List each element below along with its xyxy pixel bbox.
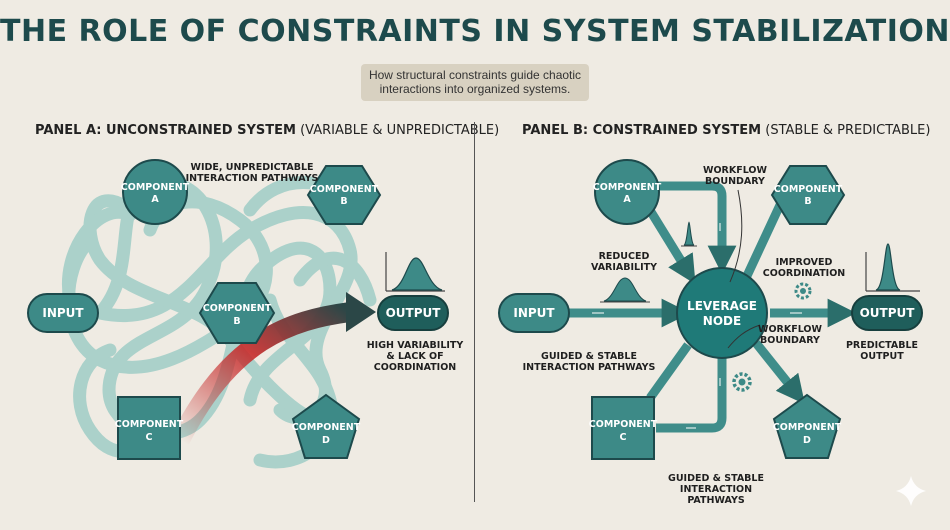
panel-b-component-b-letter: B	[804, 196, 811, 207]
panel-a-component-c-letter: C	[146, 432, 153, 443]
panel-b-input-label: INPUT	[513, 306, 555, 320]
panel-b-leverage-sub: NODE	[703, 314, 741, 328]
panel-a-wide-distribution-icon	[385, 252, 445, 292]
panel-b-component-c-label: COMPONENT	[589, 419, 658, 430]
panel-b-component-b-label: COMPONENT	[774, 184, 843, 195]
subtitle-line-1: How structural constraints guide chaotic	[368, 68, 582, 82]
panel-b-leverage-node: LEVERAGE NODE	[676, 267, 768, 359]
panel-a-component-a-label: COMPONENT	[121, 182, 190, 193]
panel-a-heading-rest: (VARIABLE & UNPREDICTABLE)	[295, 123, 500, 138]
panel-b-label-coordination-2: COORDINATION	[763, 268, 846, 279]
panel-a-heading-bold: PANEL A: UNCONSTRAINED SYSTEM	[35, 123, 296, 138]
panel-b-component-d: COMPONENT D	[773, 393, 842, 459]
panel-b-component-a-label: COMPONENT	[593, 182, 662, 193]
panel-b-label-guided-bottom-3: PATHWAYS	[687, 495, 745, 506]
panel-b-boundary-pointer-right	[727, 324, 761, 349]
panel-a-label-pathways-2: INTERACTION PATHWAYS	[186, 173, 319, 184]
panel-a-label-variability-2: & LACK OF	[386, 351, 443, 362]
panel-b-small-peak-icon	[681, 221, 697, 247]
panel-b-label-reduced-2: VARIABILITY	[591, 262, 657, 273]
panel-b-label-guided-left-2: INTERACTION PATHWAYS	[523, 362, 656, 373]
panel-a-red-arrowhead	[346, 292, 376, 332]
subtitle-box: How structural constraints guide chaotic…	[361, 64, 589, 101]
panel-a-component-d-letter: D	[322, 435, 330, 446]
panel-b-component-c: COMPONENT C	[589, 396, 658, 460]
panel-a-input-node: INPUT	[27, 293, 99, 333]
panel-b-label-boundary-top-2: BOUNDARY	[705, 176, 765, 187]
panel-b-label-boundary-right-2: BOUNDARY	[760, 335, 820, 346]
panel-a-red-arrow	[171, 302, 352, 445]
panel-b-component-c-letter: C	[620, 432, 627, 443]
panel-a-output-node: OUTPUT	[377, 295, 449, 331]
panel-b-component-a: COMPONENT A	[593, 159, 662, 225]
panel-b-output-label: OUTPUT	[860, 306, 916, 320]
panel-a-component-c: COMPONENT C	[115, 396, 184, 460]
panel-b-label-predictable-1: PREDICTABLE	[846, 340, 918, 351]
panel-b-label-coordination-1: IMPROVED	[776, 257, 833, 268]
panel-a-component-d: COMPONENT D	[292, 393, 361, 459]
panel-b-label-boundary-right-1: WORKFLOW	[758, 324, 823, 335]
panel-b-output-node: OUTPUT	[851, 295, 923, 331]
panel-b-component-d-label: COMPONENT	[773, 422, 842, 433]
panel-a-component-a-letter: A	[151, 194, 159, 205]
panel-a-label-variability-3: COORDINATION	[374, 362, 457, 373]
panel-b-flow-ticks	[592, 223, 802, 429]
panel-b-narrow-distribution-icon	[865, 243, 920, 292]
page-title: THE ROLE OF CONSTRAINTS IN SYSTEM STABIL…	[0, 14, 950, 49]
panel-a-component-b-mid: COMPONENT B	[198, 282, 276, 344]
subtitle-line-2: interactions into organized systems.	[379, 82, 571, 96]
panel-divider	[474, 122, 475, 502]
panel-a-label-variability-1: HIGH VARIABILITY	[367, 340, 464, 351]
panel-b-label-reduced-1: REDUCED	[599, 251, 650, 262]
panel-a-input-label: INPUT	[42, 306, 84, 320]
panel-b-gear-icon-upper	[794, 282, 812, 300]
panel-b-leverage-label: LEVERAGE	[687, 299, 757, 313]
panel-a-heading: PANEL A: UNCONSTRAINED SYSTEM (VARIABLE …	[35, 123, 499, 138]
panel-b-label-predictable-2: OUTPUT	[860, 351, 904, 362]
panel-a-component-b-mid-letter: B	[233, 316, 240, 327]
panel-b-reduced-distribution-icon	[600, 277, 650, 303]
panel-a-component-b-top-label: COMPONENT	[310, 184, 379, 195]
panel-a-label-pathways-1: WIDE, UNPREDICTABLE	[190, 162, 313, 173]
panel-b-heading: PANEL B: CONSTRAINED SYSTEM (STABLE & PR…	[522, 123, 930, 138]
panel-b-label-boundary-top-1: WORKFLOW	[703, 165, 768, 176]
sparkle-icon	[896, 476, 926, 506]
panel-b-guided-pathways	[567, 181, 857, 433]
panel-b-heading-bold: PANEL B: CONSTRAINED SYSTEM	[522, 123, 762, 138]
panel-b-gear-icon-lower	[732, 372, 752, 392]
panel-a-component-a: COMPONENT A	[121, 159, 190, 225]
panel-a-component-d-label: COMPONENT	[292, 422, 361, 433]
panel-a-component-b-top: COMPONENT B	[306, 165, 382, 225]
panel-a-component-c-label: COMPONENT	[115, 419, 184, 430]
panel-b-boundary-pointer-top	[729, 189, 743, 283]
panel-b-label-guided-bottom-1: GUIDED & STABLE	[668, 473, 764, 484]
panel-b-heading-rest: (STABLE & PREDICTABLE)	[761, 123, 931, 138]
panel-b-input-node: INPUT	[498, 293, 570, 333]
panel-b-component-d-letter: D	[803, 435, 811, 446]
panel-b-component-a-letter: A	[623, 194, 631, 205]
panel-b-label-guided-left-1: GUIDED & STABLE	[541, 351, 637, 362]
panel-b-label-guided-bottom-2: INTERACTION	[680, 484, 752, 495]
panel-a-component-b-top-letter: B	[340, 196, 347, 207]
panel-a-output-label: OUTPUT	[386, 306, 442, 320]
panel-a-component-b-mid-label: COMPONENT	[203, 303, 272, 314]
panel-b-component-b: COMPONENT B	[770, 165, 846, 225]
